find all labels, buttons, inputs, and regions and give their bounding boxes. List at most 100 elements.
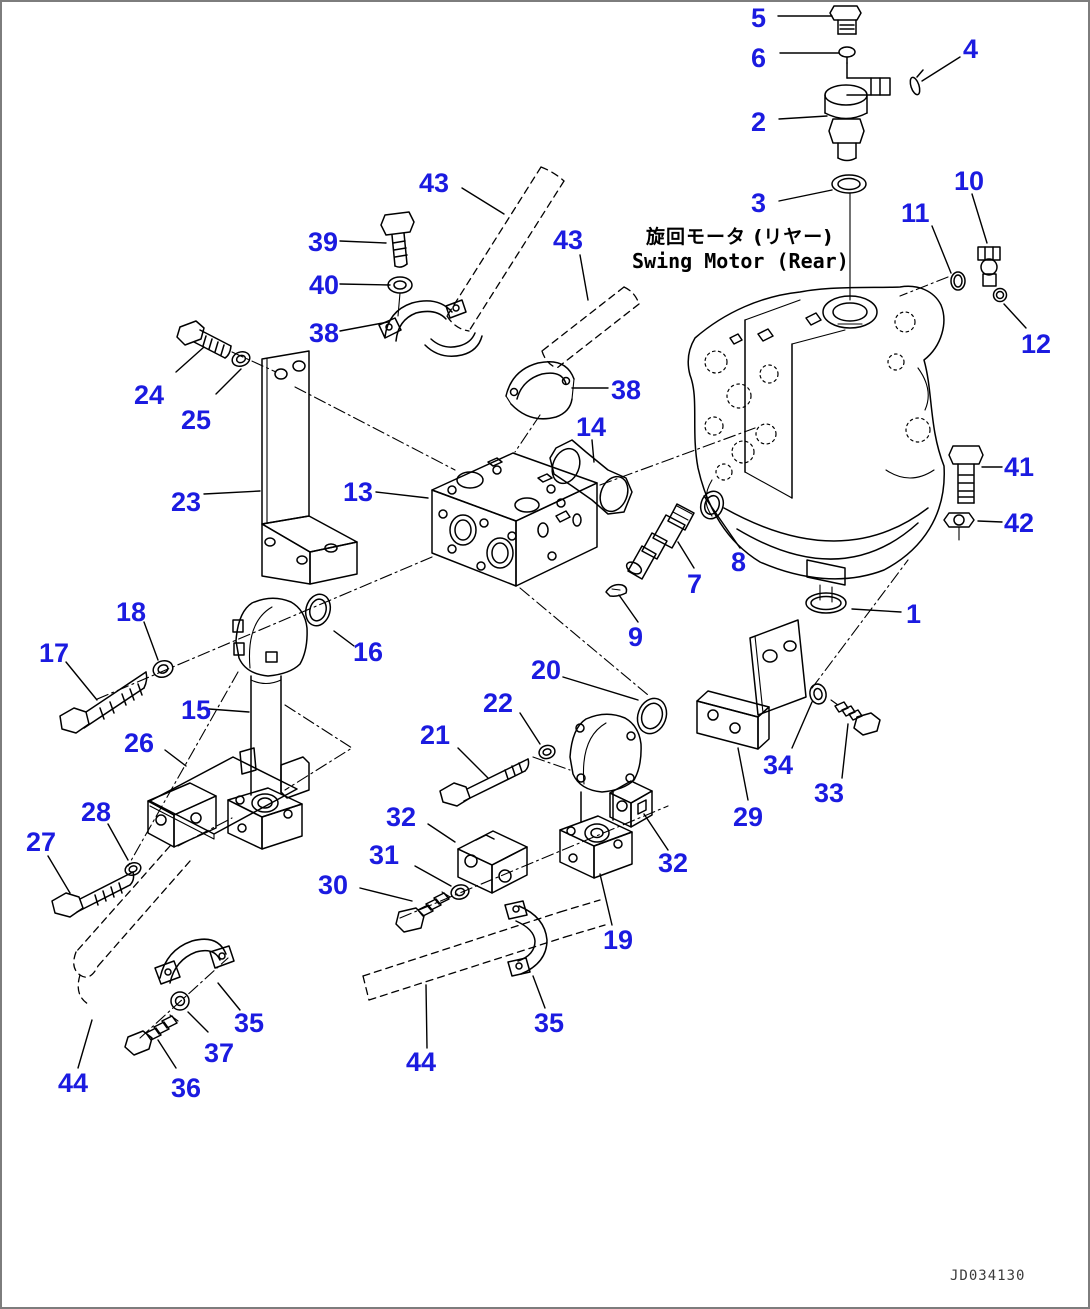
callout-40: 40 bbox=[309, 270, 339, 300]
callout-23: 23 bbox=[171, 487, 201, 517]
leader-line-24 bbox=[175, 346, 205, 373]
part-21-bolt bbox=[439, 758, 530, 807]
callout-20: 20 bbox=[531, 655, 561, 685]
callout-7: 7 bbox=[687, 569, 702, 599]
part-32-clamp-left bbox=[457, 830, 528, 894]
drawing-id: JD034130 bbox=[950, 1268, 1025, 1284]
callout-1: 1 bbox=[906, 599, 921, 629]
callout-37: 37 bbox=[204, 1038, 234, 1068]
leader-line-43 bbox=[579, 254, 589, 301]
leader-line-39 bbox=[339, 240, 387, 244]
callout-25: 25 bbox=[181, 405, 211, 435]
part-43-pipe-upper bbox=[446, 166, 565, 332]
part-30-bolt bbox=[395, 891, 451, 933]
leader-line-29 bbox=[737, 747, 749, 801]
part-38-clamp-lower bbox=[505, 361, 575, 420]
callout-12: 12 bbox=[1021, 329, 1051, 359]
part-20-o-ring bbox=[636, 697, 668, 735]
leader-line-2 bbox=[778, 115, 828, 120]
leader-line-44 bbox=[77, 1019, 93, 1069]
leader-line-1 bbox=[851, 608, 902, 613]
callout-5: 5 bbox=[751, 3, 766, 33]
part-19-pipe-elbow bbox=[559, 713, 642, 879]
part-38-clamp-upper bbox=[378, 299, 483, 357]
part-27-bolt bbox=[51, 871, 135, 918]
leader-line-26 bbox=[164, 749, 187, 767]
leader-line-34 bbox=[791, 701, 813, 749]
part-2-elbow-fitting bbox=[824, 62, 891, 162]
part-24-bolt bbox=[176, 320, 232, 359]
part-29-bracket bbox=[696, 619, 807, 750]
callout-27: 27 bbox=[26, 827, 56, 857]
leader-line-35 bbox=[532, 975, 546, 1009]
callout-3: 3 bbox=[751, 188, 766, 218]
leader-line-20 bbox=[562, 676, 639, 701]
part-43-pipe-lower bbox=[541, 286, 640, 369]
leader-line-25 bbox=[215, 368, 242, 395]
callout-32: 32 bbox=[658, 848, 688, 878]
leader-line-7 bbox=[677, 541, 695, 569]
callout-2: 2 bbox=[751, 107, 766, 137]
callout-10: 10 bbox=[954, 166, 984, 196]
callout-41: 41 bbox=[1004, 452, 1034, 482]
leader-line-37 bbox=[187, 1011, 209, 1033]
callout-15: 15 bbox=[181, 695, 211, 725]
callout-43: 43 bbox=[419, 168, 449, 198]
title-japanese: 旋回モータ (リヤー) bbox=[645, 225, 833, 248]
callout-4: 4 bbox=[963, 34, 978, 64]
part-28-nut bbox=[124, 861, 142, 877]
leader-line-12 bbox=[1003, 303, 1027, 329]
swing-motor-body bbox=[687, 285, 945, 603]
part-16-o-ring bbox=[304, 593, 332, 627]
part-12-o-ring bbox=[992, 287, 1008, 303]
leader-line-44 bbox=[425, 984, 428, 1049]
callout-42: 42 bbox=[1004, 508, 1034, 538]
part-42-nut bbox=[943, 512, 975, 541]
part-34-washer bbox=[809, 683, 827, 705]
part-3-cap bbox=[831, 174, 867, 301]
callout-22: 22 bbox=[483, 688, 513, 718]
part-32-clamp-right bbox=[609, 780, 653, 828]
callout-30: 30 bbox=[318, 870, 348, 900]
callout-21: 21 bbox=[420, 720, 450, 750]
callout-44: 44 bbox=[58, 1068, 88, 1098]
part-5-bolt bbox=[829, 5, 862, 35]
leader-line-11 bbox=[931, 225, 952, 274]
leader-line-19 bbox=[599, 873, 613, 926]
callout-35: 35 bbox=[234, 1008, 264, 1038]
part-33-bolt bbox=[830, 699, 881, 736]
part-17-bolt bbox=[59, 671, 148, 734]
leader-line-15 bbox=[208, 708, 250, 713]
callout-8: 8 bbox=[731, 547, 746, 577]
leader-line-8 bbox=[703, 495, 741, 549]
leader-line-10 bbox=[971, 193, 988, 244]
callout-17: 17 bbox=[39, 638, 69, 668]
leader-line-43 bbox=[461, 187, 505, 215]
part-4-pin bbox=[909, 69, 924, 96]
part-31-washer bbox=[450, 884, 470, 900]
leader-line-36 bbox=[157, 1039, 177, 1069]
callout-24: 24 bbox=[134, 380, 164, 410]
callout-36: 36 bbox=[171, 1073, 201, 1103]
leader-line-32 bbox=[427, 823, 456, 843]
part-13-valve-block bbox=[431, 452, 598, 587]
callout-26: 26 bbox=[124, 728, 154, 758]
part-35-clamp-left bbox=[154, 938, 235, 985]
leader-line-22 bbox=[519, 712, 541, 745]
callout-34: 34 bbox=[763, 750, 793, 780]
leader-line-16 bbox=[333, 630, 355, 647]
callout-43: 43 bbox=[553, 225, 583, 255]
leader-line-30 bbox=[359, 887, 413, 902]
callout-9: 9 bbox=[628, 622, 643, 652]
leader-line-31 bbox=[414, 865, 452, 887]
part-40-washer bbox=[387, 276, 413, 317]
callout-33: 33 bbox=[814, 778, 844, 808]
callout-35: 35 bbox=[534, 1008, 564, 1038]
leader-line-40 bbox=[339, 283, 391, 286]
part-22-washer bbox=[538, 744, 556, 760]
part-9-clip bbox=[605, 583, 628, 597]
callout-14: 14 bbox=[576, 412, 606, 442]
part-6-clip bbox=[838, 46, 856, 64]
